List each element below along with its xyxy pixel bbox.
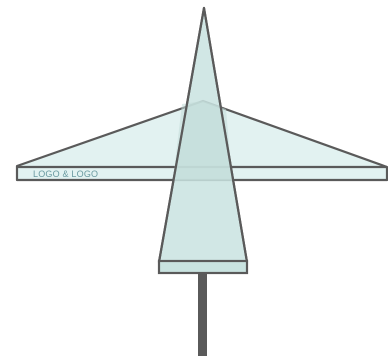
pole [198, 272, 207, 356]
spire-canopy-overlap [173, 101, 232, 180]
base-block [159, 261, 247, 273]
logo-label: LOGO & LOGO [33, 169, 98, 179]
